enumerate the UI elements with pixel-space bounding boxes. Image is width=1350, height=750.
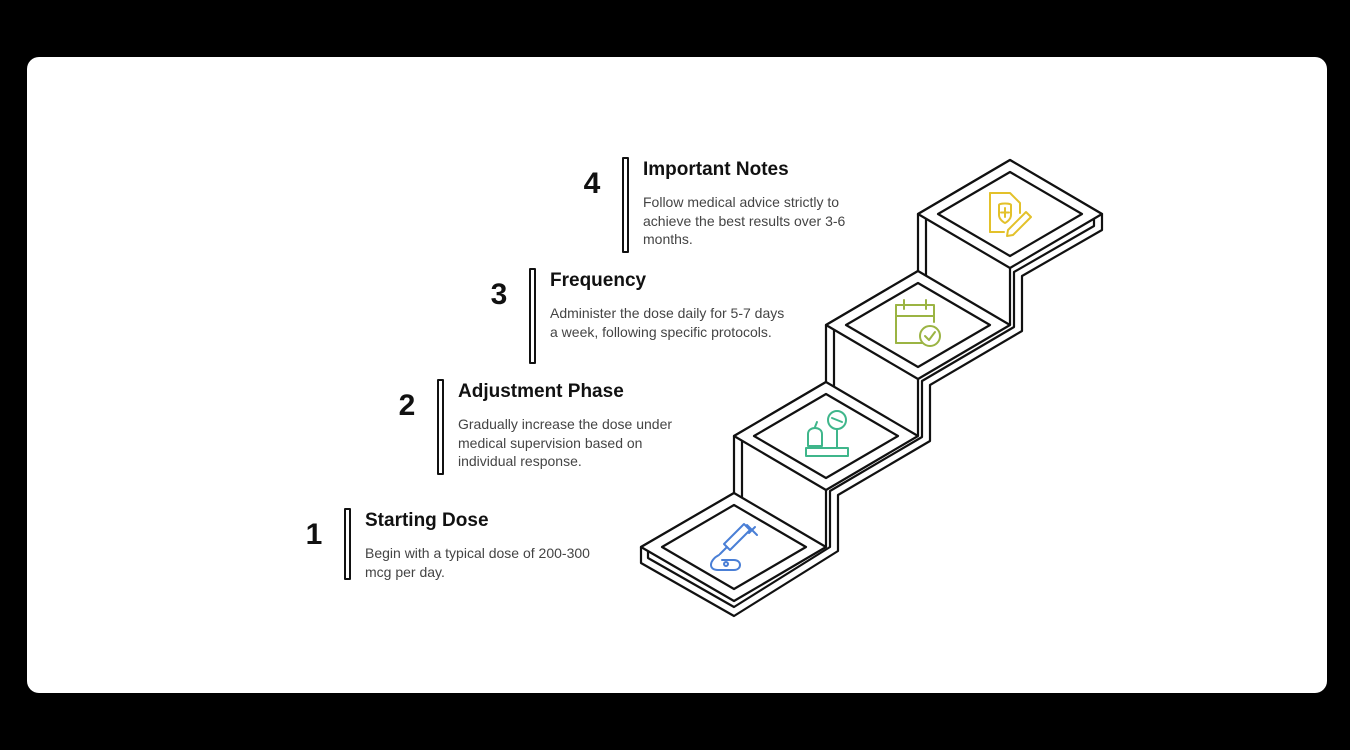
step-2: 2 Adjustment Phase Gradually increase th…	[387, 379, 727, 489]
diagram-card	[27, 57, 1327, 693]
step-title: Important Notes	[643, 159, 789, 180]
step-number: 4	[583, 167, 601, 200]
riser-lines	[824, 268, 1012, 547]
step-3: 3 Frequency Administer the dose daily fo…	[479, 268, 819, 378]
step-bar	[437, 379, 444, 475]
step-number: 1	[305, 518, 323, 551]
step-title: Starting Dose	[365, 510, 489, 531]
weight-scale-icon	[805, 410, 849, 457]
step-title: Adjustment Phase	[458, 381, 624, 402]
step-description: Follow medical advice strictly to achiev…	[643, 194, 846, 247]
step-bar	[622, 157, 629, 253]
step-description: Begin with a typical dose of 200-300 mcg…	[365, 545, 590, 580]
step-description: Gradually increase the dose under medica…	[458, 416, 673, 469]
step-bar	[344, 508, 351, 580]
step-4: 4 Important Notes Follow medical advice …	[572, 157, 912, 267]
step-bar	[529, 268, 536, 364]
step-1: 1 Starting Dose Begin with a typical dos…	[294, 508, 634, 618]
step-description: Administer the dose daily for 5-7 days a…	[550, 305, 785, 340]
tread-2-panel	[752, 392, 900, 480]
medical-document-icon	[989, 192, 1032, 237]
step-number: 3	[490, 278, 508, 311]
step-number: 2	[398, 389, 416, 422]
syringe-icon	[710, 523, 758, 571]
calendar-check-icon	[895, 299, 941, 347]
step-title: Frequency	[550, 270, 647, 291]
tread-3-panel	[844, 281, 992, 369]
